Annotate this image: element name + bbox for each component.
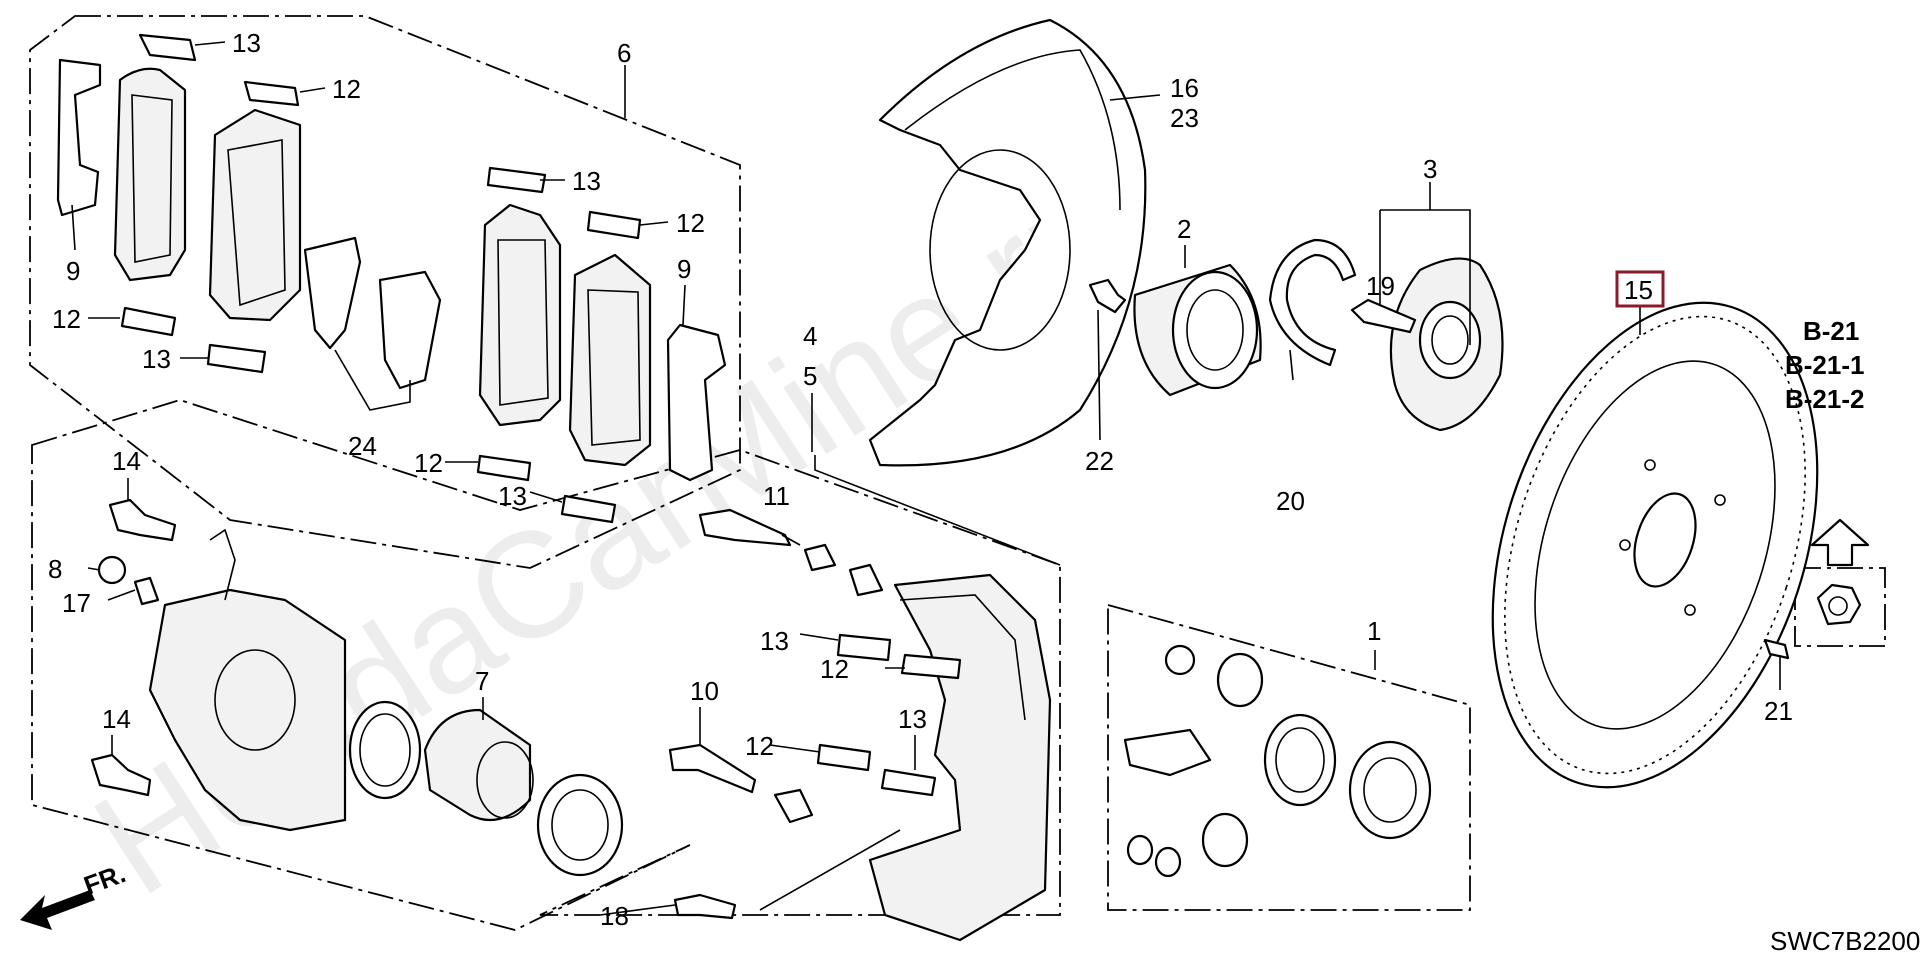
label-12: 12 [52,304,81,334]
label-13: 13 [232,28,261,58]
label-23: 23 [1170,103,1199,133]
ref-b21: B-21 [1803,316,1859,346]
label-13: 13 [572,166,601,196]
caliper-bracket [868,573,1052,942]
label-18: 18 [600,901,629,931]
label-1: 1 [1367,616,1381,646]
label-12: 12 [332,74,361,104]
label-19: 19 [1366,271,1395,301]
label-22: 22 [1085,446,1114,476]
label-3: 3 [1423,154,1437,184]
label-13: 13 [498,481,527,511]
label-16: 16 [1170,73,1199,103]
disc-screw-21 [1763,638,1790,660]
hub-stud-19 [1350,298,1417,334]
anti-squeal-shims [303,236,442,390]
label-9: 9 [66,256,80,286]
caliper-group-box [31,399,1061,931]
piston-seal-ring [348,700,422,800]
pad-shim-outer-right [666,323,727,482]
wheel-hub [1389,257,1504,432]
label-20: 20 [1276,486,1305,516]
nut-box [1794,567,1886,647]
label-14: 14 [102,704,131,734]
label-11: 11 [763,481,790,511]
label-6: 6 [617,38,631,68]
ref-b21-1: B-21-1 [1785,350,1864,380]
brake-pad-inner-right [568,253,652,467]
label-4: 4 [803,321,817,351]
label-12: 12 [414,448,443,478]
highlight-box [1615,270,1665,308]
pad-clips [120,33,642,524]
label-24: 24 [348,431,377,461]
label-9: 9 [677,254,691,284]
label-2: 2 [1177,214,1191,244]
dust-shield [868,18,1147,467]
seal-kit-box [1107,603,1471,911]
caliper-body [148,528,347,832]
label-21: 21 [1764,696,1793,726]
label-12: 12 [676,208,705,238]
snap-ring [1268,238,1357,367]
label-13: 13 [142,344,171,374]
ref-b21-2: B-21-2 [1785,384,1864,414]
piston-boot [536,773,624,877]
label-14: 14 [112,446,141,476]
part-labels: 13 12 6 9 12 13 24 13 12 9 12 13 16 23 2… [48,28,1864,931]
diagram-code: SWC7B2200 [1770,926,1920,956]
leader-lines [71,41,1781,916]
label-10: 10 [690,676,719,706]
label-17: 17 [62,588,91,618]
label-15: 15 [1624,275,1653,305]
guide-pins [668,508,962,920]
front-direction-arrow: FR. [20,858,129,930]
wheel-nut [1816,583,1862,626]
brake-disc [1491,301,1819,789]
label-5: 5 [803,361,817,391]
label-12: 12 [820,654,849,684]
seal-kit-parts [1123,644,1432,878]
caliper-bolts [90,498,177,797]
label-13: 13 [898,704,927,734]
hub-bolt-22 [1088,278,1127,314]
brake-pad-outer-right [478,203,562,427]
pad-group-box [29,15,741,569]
brake-pad-inner-left [208,108,302,322]
label-13: 13 [760,626,789,656]
label-7: 7 [475,666,489,696]
label-12: 12 [745,731,774,761]
wheel-bearing [1133,263,1262,397]
label-8: 8 [48,554,62,584]
up-arrow [1810,518,1870,567]
pad-shim-outer-left [56,58,102,217]
caliper-piston [423,708,534,822]
brake-pad-outer-left [113,67,187,282]
